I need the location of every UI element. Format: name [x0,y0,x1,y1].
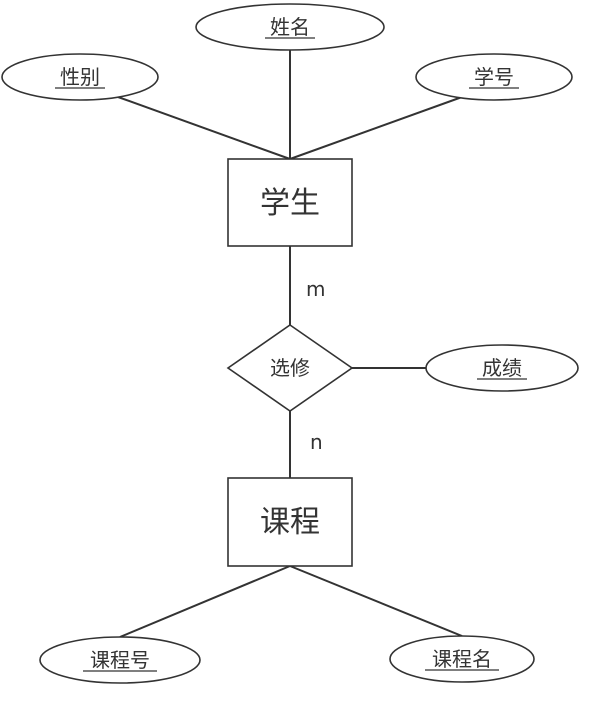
cardinality-n: n [310,430,323,454]
attribute-student-id: 学号 [415,53,573,101]
edge-id-student [289,96,463,160]
attribute-grade-label: 成绩 [482,356,522,380]
edge-gender-student [117,96,291,160]
attribute-name-label: 姓名 [270,15,310,39]
attribute-grade: 成绩 [425,344,579,392]
relationship-enroll-label: 选修 [270,356,310,380]
relationship-enroll: 选修 [226,324,354,412]
entity-student-label: 学生 [260,186,320,221]
attribute-gender-label: 性别 [60,65,100,89]
cardinality-m: m [306,277,325,301]
entity-student: 学生 [227,158,353,247]
edge-course-coursename [289,565,463,637]
attribute-course-name: 课程名 [389,635,535,683]
attribute-student-id-label: 学号 [474,65,514,89]
attribute-course-id: 课程号 [39,636,201,684]
attribute-gender: 性别 [1,53,159,101]
entity-course: 课程 [227,477,353,567]
entity-course-label: 课程 [260,505,320,540]
edge-course-courseid [119,565,291,638]
attribute-name: 姓名 [195,3,385,51]
attribute-course-name-label: 课程名 [432,647,492,671]
attribute-course-id-label: 课程号 [90,648,150,672]
